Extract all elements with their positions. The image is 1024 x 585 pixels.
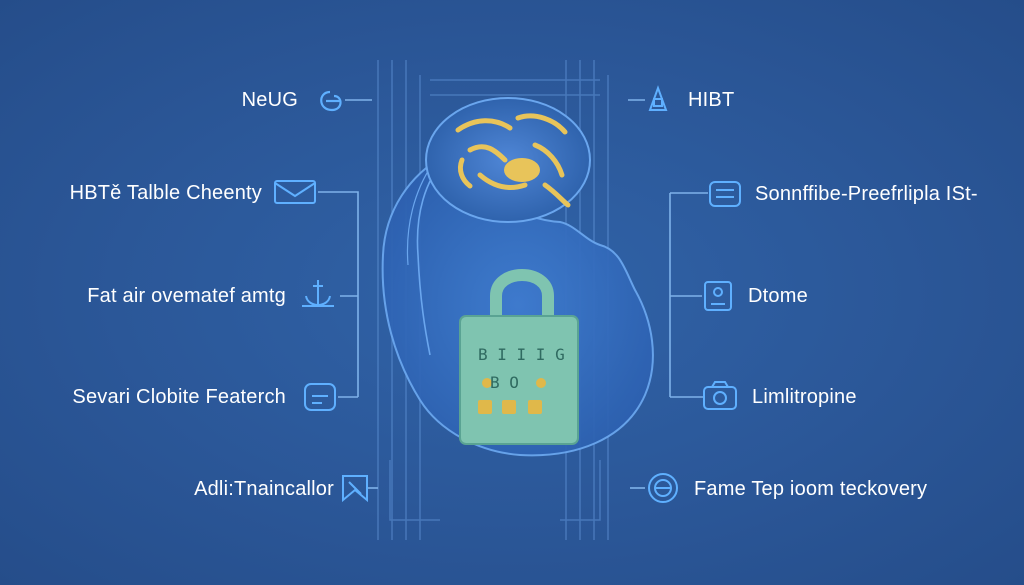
label-right-3: Dtome xyxy=(748,285,808,307)
brain-icon xyxy=(455,113,571,208)
lock-text-line-2: B O xyxy=(490,373,519,392)
device-icon xyxy=(304,383,336,411)
shield-frame-icon xyxy=(704,281,732,311)
server-icon xyxy=(709,181,741,207)
label-left-1: NeUG xyxy=(241,89,298,111)
lock-keyholes xyxy=(478,378,546,414)
camera-icon xyxy=(703,381,737,410)
bookmark-icon xyxy=(342,475,368,503)
swirl-icon xyxy=(320,90,342,112)
gear-badge-icon xyxy=(648,473,678,503)
lock-text-line-1: B I I I G xyxy=(478,345,565,364)
connectors-left xyxy=(318,99,378,489)
brain-core xyxy=(504,158,540,182)
face-outline xyxy=(416,159,446,356)
anchor-icon xyxy=(302,280,334,307)
connectors-right xyxy=(628,99,708,489)
label-left-4: Sevari Clobite Featerch xyxy=(72,386,286,408)
padlock-icon xyxy=(648,85,668,111)
label-right-2: Sonnffibe-Preefrlipla ISt- xyxy=(755,183,978,205)
label-left-3: Fat air ovematef amtg xyxy=(87,285,286,307)
label-right-4: Limlitropine xyxy=(752,386,857,408)
label-right-5: Fame Tep ioom teckovery xyxy=(694,478,928,500)
label-right-1: HIBT xyxy=(688,89,735,111)
label-left-5: Adli:Tnaincallor xyxy=(194,478,334,500)
label-left-2: HBTě Talble Cheenty xyxy=(69,182,262,204)
head-silhouette xyxy=(381,153,654,457)
envelope-icon xyxy=(274,180,316,204)
